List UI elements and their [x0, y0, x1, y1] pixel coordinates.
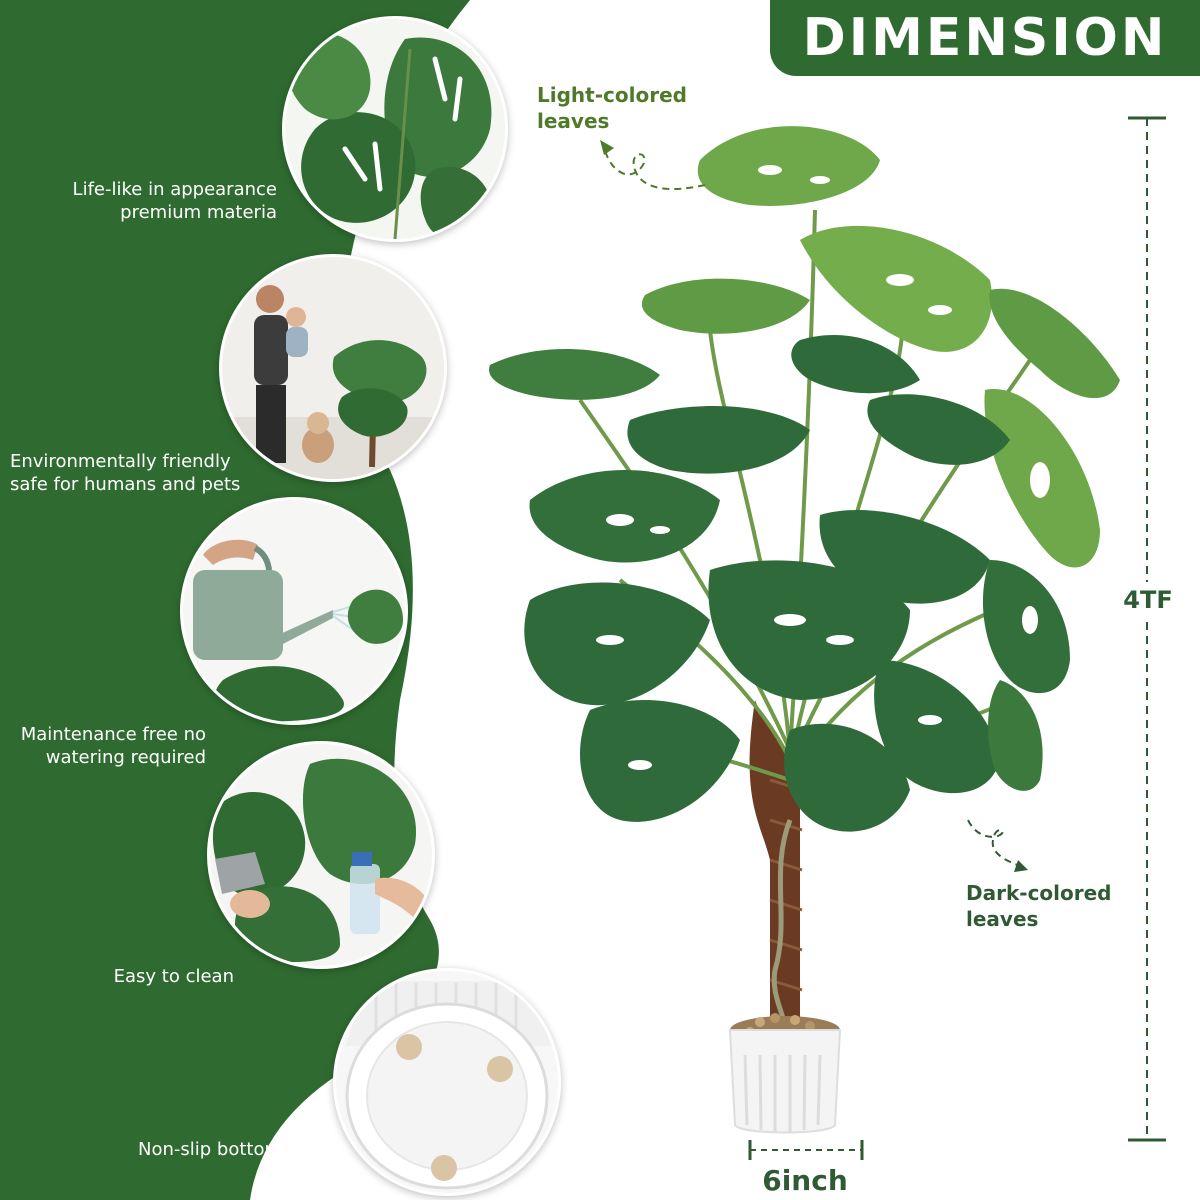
watering-can-icon — [183, 500, 405, 722]
cleaning-spray-icon — [210, 744, 432, 966]
height-dimension-label: 4TF — [1123, 586, 1173, 614]
annotation-light-leaves: Light-colored leaves — [537, 83, 687, 133]
feature-label-maintenance-free: Maintenance free no watering required — [20, 724, 206, 768]
feature-image-family-pets — [219, 254, 447, 482]
family-with-dog-icon — [222, 257, 444, 479]
monstera-leaf-icon — [285, 19, 505, 239]
feature-label-lifelike: Life-like in appearance premium materia — [72, 179, 277, 223]
dimension-banner: DIMENSION — [770, 0, 1200, 76]
width-dimension-label: 6inch — [762, 1164, 848, 1197]
feature-image-easy-clean — [207, 741, 435, 969]
feature-label-easy-clean: Easy to clean — [113, 966, 234, 987]
feature-image-leaves-closeup — [282, 16, 508, 242]
annotation-dark-leaves: Dark-colored leaves — [966, 881, 1112, 931]
feature-label-eco-friendly: Environmentally friendly safe for humans… — [10, 451, 241, 495]
feature-image-watering-can — [180, 497, 408, 725]
white-pot — [728, 1013, 842, 1134]
leaf-cluster — [489, 126, 1120, 832]
feature-label-non-slip: Non-slip bottom pad — [138, 1139, 322, 1160]
banner-title: DIMENSION — [802, 8, 1168, 68]
feature-image-pot-bottom — [333, 968, 561, 1196]
non-slip-pad-icon — [336, 971, 558, 1193]
monstera-plant-illustration — [489, 126, 1120, 1134]
